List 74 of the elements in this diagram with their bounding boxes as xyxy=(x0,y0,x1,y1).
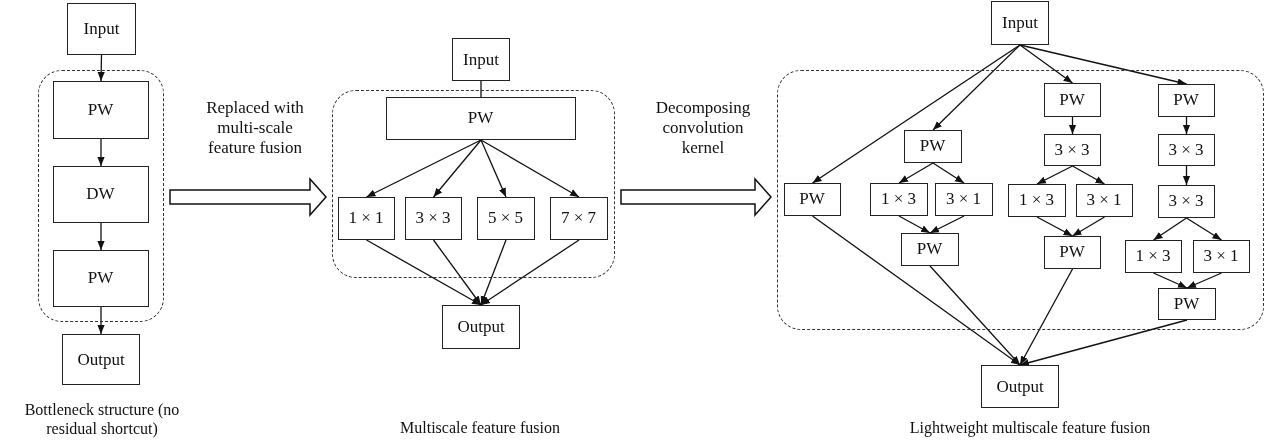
process-box: Input xyxy=(991,1,1049,45)
process-box: PW xyxy=(783,182,841,216)
arrow xyxy=(365,239,482,306)
process-box: 3 × 3 xyxy=(1157,133,1215,166)
process-box: Output xyxy=(981,365,1059,408)
process-box: 3 × 3 xyxy=(404,196,462,240)
process-box: PW xyxy=(903,129,962,163)
process-box: PW xyxy=(1043,82,1101,117)
process-box: PW xyxy=(1157,287,1216,320)
process-box: 3 × 3 xyxy=(1157,184,1215,218)
arrow xyxy=(898,215,931,234)
arrow xyxy=(1068,116,1077,135)
arrow xyxy=(1019,44,1074,84)
arrow xyxy=(1152,272,1188,289)
process-box: 1 × 3 xyxy=(1124,239,1182,273)
arrow xyxy=(1036,165,1074,185)
connector-line xyxy=(480,80,482,98)
arrow xyxy=(1186,272,1223,289)
caption: Bottleneck structure (no residual shortcut) xyxy=(23,400,181,438)
process-box: 3 × 1 xyxy=(934,182,993,216)
process-box: PW xyxy=(1157,83,1215,117)
process-box: PW xyxy=(385,96,576,140)
arrow xyxy=(1019,44,1188,86)
arrow xyxy=(1071,165,1106,185)
arrow xyxy=(432,239,482,306)
arrow xyxy=(929,265,1021,366)
process-box: 3 × 1 xyxy=(1075,183,1133,217)
block-arrow xyxy=(169,177,327,217)
arrow xyxy=(1152,217,1188,241)
arrow xyxy=(365,139,482,198)
arrow xyxy=(480,139,507,198)
arrow xyxy=(97,222,105,251)
process-box: 3 × 1 xyxy=(1192,239,1250,273)
arrow xyxy=(97,138,105,167)
arrow xyxy=(929,215,965,234)
arrow xyxy=(811,215,1021,366)
block-arrow xyxy=(620,177,772,217)
arrow xyxy=(480,239,507,306)
process-box: PW xyxy=(900,232,959,266)
arrow xyxy=(432,139,482,198)
caption: Lightweight multiscale feature fusion xyxy=(908,418,1152,437)
arrow xyxy=(811,44,1021,184)
arrow xyxy=(1019,268,1074,366)
process-box: PW xyxy=(52,249,149,307)
process-box: Output xyxy=(62,334,140,385)
dashed-group-frame xyxy=(332,90,615,278)
arrow xyxy=(1182,165,1191,186)
arrow xyxy=(1019,319,1188,367)
process-box: Input xyxy=(452,38,510,81)
process-box: 7 × 7 xyxy=(549,196,608,240)
arrow xyxy=(97,54,105,82)
arrow xyxy=(1185,217,1223,241)
dashed-group-frame xyxy=(38,70,164,322)
arrow xyxy=(97,306,105,335)
process-box: Output xyxy=(442,305,520,349)
process-box: 1 × 1 xyxy=(337,196,395,240)
arrow xyxy=(932,162,965,184)
arrow xyxy=(932,44,1021,131)
caption: Multiscale feature fusion xyxy=(399,418,561,437)
arrow xyxy=(1036,216,1074,237)
dashed-group-frame xyxy=(777,70,1264,330)
process-box: DW xyxy=(52,165,149,223)
arrow xyxy=(1182,116,1191,135)
process-box: 5 × 5 xyxy=(476,196,535,240)
arrow xyxy=(480,139,580,198)
arrow xyxy=(898,162,934,184)
process-box: PW xyxy=(52,80,149,139)
process-box: Input xyxy=(67,3,136,55)
arrow xyxy=(480,239,580,306)
arrow xyxy=(1071,216,1106,237)
process-box: PW xyxy=(1043,235,1101,269)
process-box: 1 × 3 xyxy=(869,182,928,216)
process-box: 1 × 3 xyxy=(1007,183,1066,217)
process-box: 3 × 3 xyxy=(1043,133,1101,166)
